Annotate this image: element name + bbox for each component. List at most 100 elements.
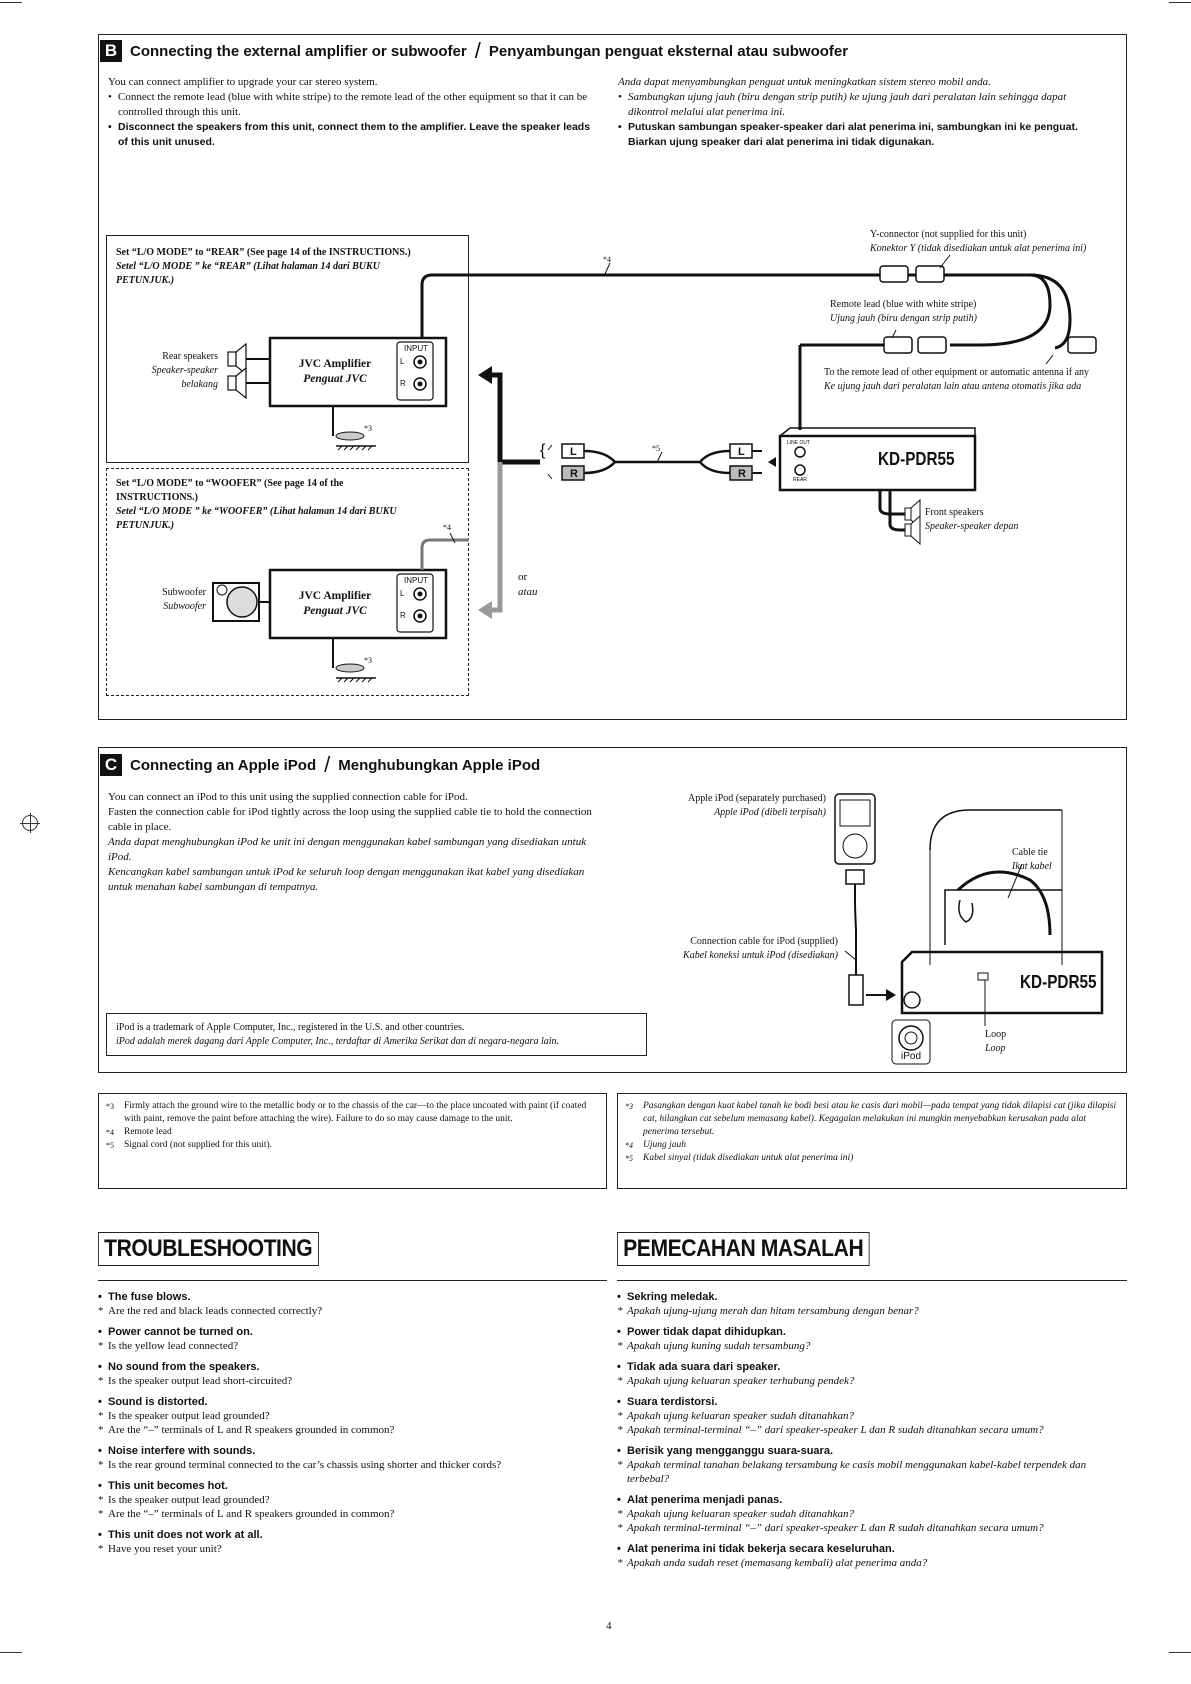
ipod-port-icon: [891, 1019, 931, 1065]
intro-text: You can connect amplifier to upgrade you…: [108, 76, 378, 88]
input-r-label: R: [400, 611, 406, 620]
bullet-text: Sambungkan ujung jauh (biru dengan strip…: [618, 90, 1108, 120]
check: Apakah ujung keluaran speaker sudah dita…: [617, 1409, 1127, 1423]
ground-icon: [332, 406, 376, 451]
amp-label-id: Penguat JVC: [303, 605, 367, 617]
y-connector-icon: [879, 265, 945, 283]
check: Is the rear ground terminal connected to…: [98, 1458, 607, 1472]
footnote-text: Ujung jauh: [643, 1140, 687, 1150]
problem: Power tidak dapat dihidupkan.: [617, 1325, 1127, 1339]
check: Apakah terminal-terminal “–” dari speake…: [617, 1423, 1127, 1437]
section-title-en: Connecting the external amplifier or sub…: [130, 42, 467, 60]
problem: Sound is distorted.: [98, 1395, 607, 1409]
crop-mark: [1169, 2, 1191, 3]
footnotes-en-box: [98, 1093, 607, 1189]
check: Are the red and black leads connected co…: [98, 1304, 607, 1318]
check: Have you reset your unit?: [98, 1542, 607, 1556]
footnote-mark: *4: [625, 1141, 633, 1150]
input-label: INPUT: [404, 344, 428, 353]
list-item: Alat penerima menjadi panas.Apakah ujung…: [617, 1493, 1127, 1535]
cable-tie-inset: [929, 809, 1063, 965]
rear-port-label: REAR: [793, 477, 807, 483]
signal-arrow-rear: [488, 372, 540, 465]
or-id: atau: [518, 586, 538, 598]
check: Apakah ujung kuning sudah tersambung?: [617, 1339, 1127, 1353]
loop-label: Loop Loop: [985, 1028, 1006, 1056]
section-c-text: You can connect an iPod to this unit usi…: [108, 790, 608, 895]
rear-speakers-label: Rear speakers Speaker-speaker belakang: [140, 350, 218, 392]
svg-text:{: {: [540, 442, 546, 459]
label-en: Remote lead (blue with white stripe): [830, 299, 977, 310]
remote-lead-label: Remote lead (blue with white stripe) Uju…: [830, 298, 977, 326]
woofer-mode-en: Set “L/O MODE” to “WOOFER” (See page 14 …: [116, 478, 344, 503]
check: Is the yellow lead connected?: [98, 1339, 607, 1353]
problem: Sekring meledak.: [617, 1290, 1127, 1304]
intro-text: Anda dapat menyambungkan penguat untuk m…: [618, 76, 991, 88]
ipod-connection-diagram: [834, 793, 1104, 1065]
amp-label-en: JVC Amplifier: [298, 358, 372, 370]
check: Apakah terminal tanahan belakang tersamb…: [617, 1458, 1127, 1486]
check: Is the speaker output lead short-circuit…: [98, 1374, 607, 1388]
rear-speaker-icon: [227, 342, 247, 400]
front-speaker-icon: [904, 498, 921, 546]
woofer-mode-id: Setel “L/O MODE ” ke “WOOFER” (Lihat hal…: [116, 506, 397, 531]
list-item: This unit does not work at all.Have you …: [98, 1528, 607, 1556]
label-id: belakang: [181, 379, 218, 390]
label-en: Front speakers: [925, 507, 984, 518]
signal-arrow-woofer: [488, 462, 503, 613]
label-en: Cable tie: [1012, 847, 1048, 858]
label-id: Konektor Y (tidak disediakan untuk alat …: [870, 243, 1087, 254]
label-id: Loop: [985, 1043, 1006, 1054]
para-id: Anda dapat menghubungkan iPod ke unit in…: [108, 836, 587, 863]
section-c-frame: [98, 747, 1127, 1073]
kd-pdr55-unit-icon: [900, 950, 1104, 1015]
y-connector-label: Y-connector (not supplied for this unit)…: [870, 228, 1086, 256]
list-item: Sekring meledak.Apakah ujung-ujung merah…: [617, 1290, 1127, 1318]
list-item: Tidak ada suara dari speaker.Apakah ujun…: [617, 1360, 1127, 1388]
cable-label: Connection cable for iPod (supplied) Kab…: [660, 935, 838, 963]
list-item: Berisik yang mengganggu suara-suara.Apak…: [617, 1444, 1127, 1486]
amp-label-id: Penguat JVC: [303, 373, 367, 385]
label-en: Connection cable for iPod (supplied): [690, 936, 838, 947]
amp-label-en: JVC Amplifier: [298, 590, 372, 602]
check: Apakah ujung keluaran speaker terhubung …: [617, 1374, 1127, 1388]
section-b-intro-id: Anda dapat menyambungkan penguat untuk m…: [618, 75, 1108, 150]
label-id: Kabel koneksi untuk iPod (disediakan): [683, 950, 838, 961]
section-title-en: Connecting an Apple iPod: [130, 756, 317, 774]
crop-mark: [0, 1652, 22, 1653]
problem: Berisik yang mengganggu suara-suara.: [617, 1444, 1127, 1458]
para-en: You can connect an iPod to this unit usi…: [108, 791, 468, 803]
footnote-text: Kabel sinyal (tidak disediakan untuk ala…: [643, 1153, 854, 1163]
footnote-ref: *3: [364, 424, 372, 433]
list-item: Alat penerima ini tidak bekerja secara k…: [617, 1542, 1127, 1570]
subwoofer-label: Subwoofer Subwoofer: [150, 586, 206, 614]
ipod-icon: [834, 793, 876, 865]
bullet-text-bold: Putuskan sambungan speaker-speaker dari …: [618, 120, 1108, 150]
section-b-intro-en: You can connect amplifier to upgrade you…: [108, 75, 598, 150]
list-item: The fuse blows.Are the red and black lea…: [98, 1290, 607, 1318]
label-en: To the remote lead of other equipment or…: [824, 367, 1090, 378]
section-c-heading: C Connecting an Apple iPod / Menghubungk…: [100, 752, 540, 778]
list-item: Power tidak dapat dihidupkan.Apakah ujun…: [617, 1325, 1127, 1353]
footnote-ref: *4: [443, 523, 451, 532]
label-id: Speaker-speaker: [151, 365, 218, 376]
rear-mode-id: Setel “L/O MODE ” ke “REAR” (Lihat halam…: [116, 261, 380, 286]
footnote-mark: *3: [625, 1102, 633, 1111]
ground-icon: [332, 638, 376, 683]
section-title-id: Menghubungkan Apple iPod: [338, 756, 541, 774]
rca-l-label: L: [738, 446, 745, 458]
problem: The fuse blows.: [98, 1290, 607, 1304]
problem: This unit does not work at all.: [98, 1528, 607, 1542]
para-en: Fasten the connection cable for iPod tig…: [108, 806, 592, 833]
divider: [617, 1280, 1127, 1281]
label-en: Y-connector (not supplied for this unit): [870, 229, 1027, 240]
input-l-label: L: [400, 589, 405, 598]
footnote: *4 Ujung jauh: [625, 1139, 1119, 1152]
label-en: Rear speakers: [162, 351, 218, 362]
line-out-label: LINE OUT: [787, 440, 811, 446]
label-id: Apple iPod (dibeli terpisah): [714, 807, 826, 818]
